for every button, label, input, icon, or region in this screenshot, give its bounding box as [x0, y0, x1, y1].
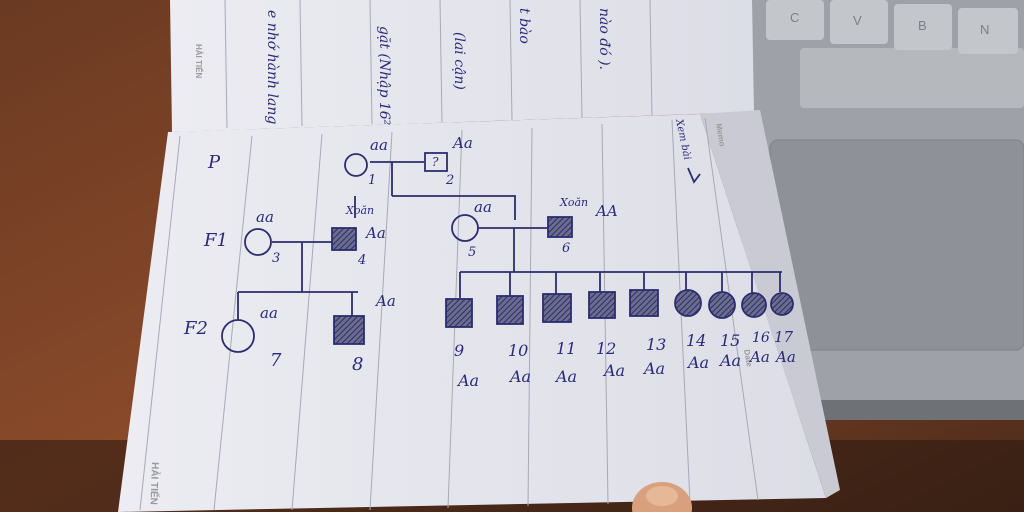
individual-number: 5: [468, 245, 476, 260]
individual-8: 8 Aa: [333, 292, 396, 375]
memo-header: Memo: [714, 123, 727, 147]
individual-2: ? 2 Aa: [424, 134, 473, 188]
genotype-label: Aa: [554, 367, 577, 386]
back-page-note: nào đó ).: [596, 8, 612, 70]
individual-1: 1 aa: [344, 136, 388, 188]
key-v: V: [830, 0, 888, 44]
individual-9: 9 Aa: [445, 298, 479, 390]
keyboard-keys: C V B N: [766, 0, 1018, 54]
phenotype-note: Xoăn: [559, 196, 588, 209]
individual-number: 8: [352, 354, 363, 375]
key-label: B: [918, 18, 927, 33]
genotype-label: Aa: [774, 348, 796, 366]
genotype-label: aa: [256, 208, 274, 226]
individual-number: 12: [596, 339, 616, 358]
pedigree-chart: P F1 F2 1 aa ? 2 Aa 3 aa 4 Aa Xoăn: [183, 134, 796, 390]
individual-14: 14 Aa: [674, 289, 709, 372]
individual-number: 9: [454, 341, 464, 360]
date-header: Date: [742, 349, 754, 368]
back-page-brand: HẢI TIẾN: [194, 44, 204, 78]
individual-13: 13 Aa: [629, 289, 666, 378]
back-page-note: t bào: [516, 8, 532, 44]
individual-10: 10 Aa: [496, 295, 531, 386]
genotype-label: Aa: [364, 224, 386, 242]
genotype-label: aa: [474, 198, 492, 216]
individual-4: 4 Aa Xoăn: [331, 204, 386, 268]
back-page-note: (lai cận): [451, 32, 467, 90]
individual-number: 6: [562, 241, 570, 256]
individual-number: 7: [270, 350, 282, 371]
front-page-brand: HẢI TIẾN: [148, 462, 162, 505]
individual-15: 15 Aa: [708, 291, 741, 370]
genotype-label: Aa: [686, 353, 709, 372]
genotype-label: Aa: [718, 351, 741, 370]
individual-16: 16 Aa: [741, 292, 770, 366]
individual-number: 16: [752, 330, 770, 346]
key-label: N: [980, 22, 989, 37]
genotype-label: Aa: [748, 348, 770, 366]
genotype-label: Aa: [642, 359, 665, 378]
individual-number: 3: [272, 251, 280, 266]
individual-5: 5 aa: [451, 198, 492, 260]
individual-number: 4: [357, 253, 366, 268]
phenotype-note: Xoăn: [345, 204, 374, 217]
back-page-note: gặt (Nhập 16²): [376, 26, 392, 131]
thumb: [632, 482, 692, 512]
generation-label-f2: F2: [183, 318, 208, 339]
individual-number: 13: [646, 335, 666, 354]
individual-17: 17 Aa: [770, 292, 796, 366]
key-label: C: [790, 10, 799, 25]
genotype-label: Aa: [508, 367, 531, 386]
individual-12: 12 Aa: [588, 291, 625, 380]
genotype-label: Aa: [374, 292, 396, 310]
individual-11: 11 Aa: [542, 293, 577, 386]
individual-number: 17: [774, 328, 794, 346]
individual-number: 10: [508, 341, 528, 360]
genotype-label: Aa: [602, 361, 625, 380]
individual-6: 6 AA Xoăn: [547, 196, 618, 256]
genotype-label: Aa: [456, 371, 479, 390]
genotype-label: Aa: [451, 134, 473, 152]
back-page-note: e nhớ hành lang: [264, 10, 280, 124]
individual-number: 1: [368, 173, 376, 188]
generation-label-f1: F1: [203, 230, 228, 251]
individual-7: 7 aa: [221, 304, 282, 371]
notebook-back-page: nào đó ). t bào (lai cận) gặt (Nhập 16²)…: [170, 0, 754, 132]
individual-number: 15: [720, 331, 740, 350]
key-label: V: [853, 13, 862, 28]
genotype-label: AA: [594, 202, 618, 220]
key-n: N: [958, 8, 1018, 54]
key-c: C: [766, 0, 824, 40]
individual-number: 11: [556, 339, 576, 358]
arrow-icon: [687, 167, 701, 184]
key-b: B: [894, 4, 952, 50]
individual-number: 14: [686, 331, 706, 350]
genotype-label: aa: [260, 304, 278, 322]
unknown-mark: ?: [432, 155, 439, 169]
individual-number: 2: [445, 173, 454, 188]
generation-label-p: P: [207, 152, 221, 173]
individual-3: 3 aa: [244, 208, 280, 266]
genotype-label: aa: [370, 136, 388, 154]
